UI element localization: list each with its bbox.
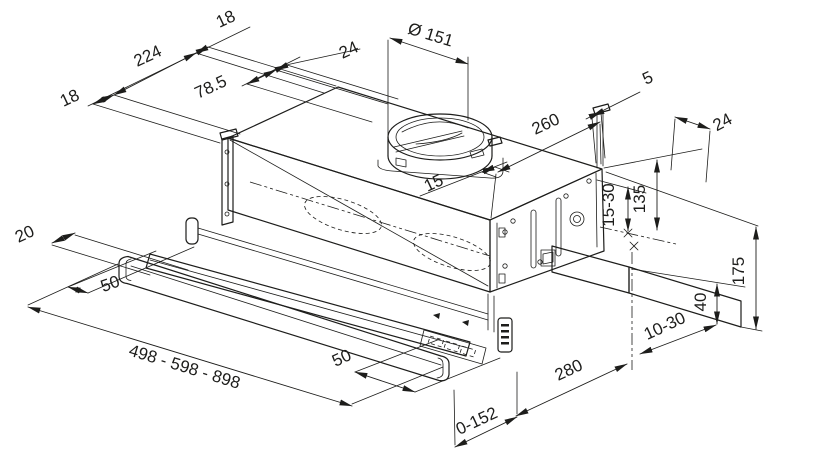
rear-flange-tab — [592, 103, 611, 115]
casing-top-face — [227, 86, 603, 221]
dim-label-78-5: 78.5 — [192, 71, 230, 102]
switch-bracket — [497, 317, 513, 353]
damper-blade — [401, 121, 469, 145]
dim-label-175: 175 — [729, 257, 748, 285]
duct-side-tab — [487, 136, 503, 147]
visor-front-bar — [118, 255, 450, 382]
dim-label-24-right: 24 — [710, 109, 736, 135]
dim-label-280: 280 — [552, 355, 586, 384]
left-bracket-tab — [219, 128, 239, 141]
dim-label-260: 260 — [529, 109, 563, 138]
dim-label-15: 15 — [421, 170, 446, 195]
dim-label-5: 5 — [639, 67, 656, 88]
dim-label-40: 40 — [691, 293, 710, 312]
slab-centerline-horizontal — [599, 226, 677, 245]
dim-label-24-top: 24 — [336, 37, 361, 62]
dashed-cutout-left — [304, 196, 382, 234]
visor-middle-section — [145, 253, 471, 357]
dim-label-18-top: 18 — [213, 6, 238, 31]
left-bracket — [221, 135, 234, 226]
phantom-line — [249, 181, 491, 257]
side-panel — [487, 103, 611, 293]
dim-label-15-30: 15-30 — [599, 183, 618, 226]
dimension-lines — [27, 26, 763, 448]
dim-label-20: 20 — [12, 221, 37, 246]
dim-label-135: 135 — [630, 185, 649, 213]
dim-label-width: 498 - 598 - 898 — [127, 341, 243, 393]
cabinet-slab — [551, 226, 742, 370]
rail-bracket — [185, 217, 199, 245]
damper-bar — [393, 130, 465, 153]
casing-front-fold — [229, 139, 489, 287]
duct-base-plate — [377, 157, 504, 179]
dim-label-18-left: 18 — [57, 85, 82, 110]
duct-spigot — [377, 113, 504, 180]
dim-label-224: 224 — [131, 41, 165, 70]
dim-label-0-152: 0-152 — [453, 403, 500, 439]
dim-label-50-bottom: 50 — [329, 345, 354, 370]
switch-bank — [419, 329, 487, 365]
